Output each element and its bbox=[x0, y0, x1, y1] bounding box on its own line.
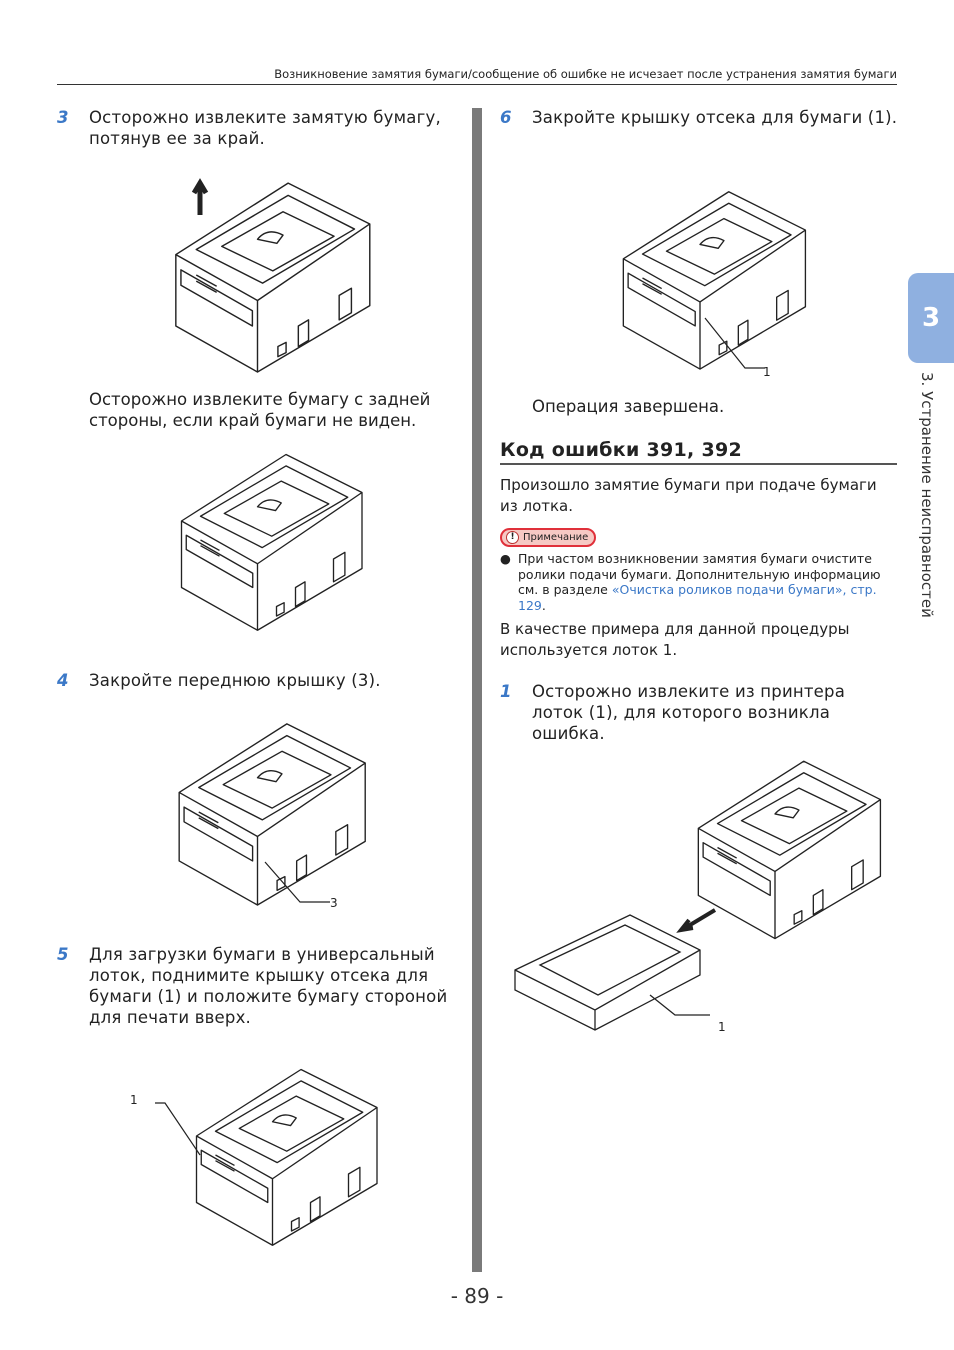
step-text: Осторожно извлеките замятую бумагу, потя… bbox=[89, 108, 441, 148]
printer-close-front-cover-illustration bbox=[140, 712, 375, 912]
error-section-body: Произошло замятие бумаги при подаче бума… bbox=[500, 475, 897, 744]
callout-label: 1 bbox=[718, 1020, 726, 1034]
step-text: Закройте переднюю крышку (3). bbox=[89, 671, 381, 690]
bullet-icon: ● bbox=[500, 551, 511, 566]
step-number: 3 bbox=[57, 108, 69, 127]
cleaning-rollers-link[interactable]: «Очистка роликов подачи бумаги», стр. 12… bbox=[518, 582, 877, 613]
example-text: В качестве примера для данной процедуры … bbox=[500, 620, 850, 659]
step-3: 3 Осторожно извлеките замятую бумагу, по… bbox=[57, 107, 457, 149]
section-heading: Код ошибки 391, 392 bbox=[500, 439, 897, 465]
step-number: 5 bbox=[57, 945, 69, 964]
step-text: Закройте крышку отсека для бумаги (1). bbox=[532, 108, 898, 127]
note-text: При частом возникновении замятия бумаги … bbox=[518, 551, 881, 597]
printer-load-mp-tray-illustration bbox=[155, 1060, 390, 1250]
step-5: 5 Для загрузки бумаги в универсальный ло… bbox=[57, 944, 457, 1028]
step-6: 6 Закройте крышку отсека для бумаги (1). bbox=[500, 107, 900, 128]
section-title: Код ошибки 391, 392 bbox=[500, 439, 743, 461]
running-header: Возникновение замятия бумаги/сообщение о… bbox=[274, 67, 897, 81]
section-rule bbox=[500, 463, 897, 465]
printer-remove-paper-illustration bbox=[135, 178, 380, 380]
step-text: Осторожно извлеките из принтера лоток (1… bbox=[532, 682, 846, 743]
operation-complete: Операция завершена. bbox=[532, 397, 725, 416]
rear-paper-instruction: Осторожно извлеките бумагу с задней стор… bbox=[89, 390, 431, 430]
callout-label: 1 bbox=[130, 1093, 138, 1107]
printer-remove-tray-illustration bbox=[676, 745, 890, 950]
step-1: 1 Осторожно извлеките из принтера лоток … bbox=[500, 681, 860, 744]
note-bullet: ● При частом возникновении замятия бумаг… bbox=[500, 551, 897, 613]
note-label: Примечание bbox=[523, 532, 589, 543]
chapter-tab[interactable]: 3 bbox=[908, 273, 954, 363]
note-badge: ! Примечание bbox=[500, 524, 897, 547]
step-number: 1 bbox=[500, 682, 512, 701]
page-number: - 89 - bbox=[450, 1284, 504, 1308]
header-rule bbox=[57, 84, 897, 85]
callout-label: 3 bbox=[330, 896, 338, 910]
callout-label: 1 bbox=[763, 365, 771, 379]
step-number: 4 bbox=[57, 671, 69, 690]
step-text: Для загрузки бумаги в универсальный лото… bbox=[89, 945, 448, 1027]
printer-close-paper-cover-illustration bbox=[585, 178, 815, 378]
paper-tray-illustration bbox=[514, 914, 710, 1031]
column-divider bbox=[472, 108, 482, 1272]
section-intro: Произошло замятие бумаги при подаче бума… bbox=[500, 476, 877, 515]
step-4: 4 Закройте переднюю крышку (3). bbox=[57, 670, 457, 691]
step-number: 6 bbox=[500, 108, 512, 127]
exclamation-icon: ! bbox=[506, 531, 519, 544]
note-end: . bbox=[541, 597, 546, 613]
printer-rear-paper-illustration bbox=[140, 445, 375, 635]
chapter-title-vertical: 3. Устранение неисправностей bbox=[918, 372, 936, 618]
